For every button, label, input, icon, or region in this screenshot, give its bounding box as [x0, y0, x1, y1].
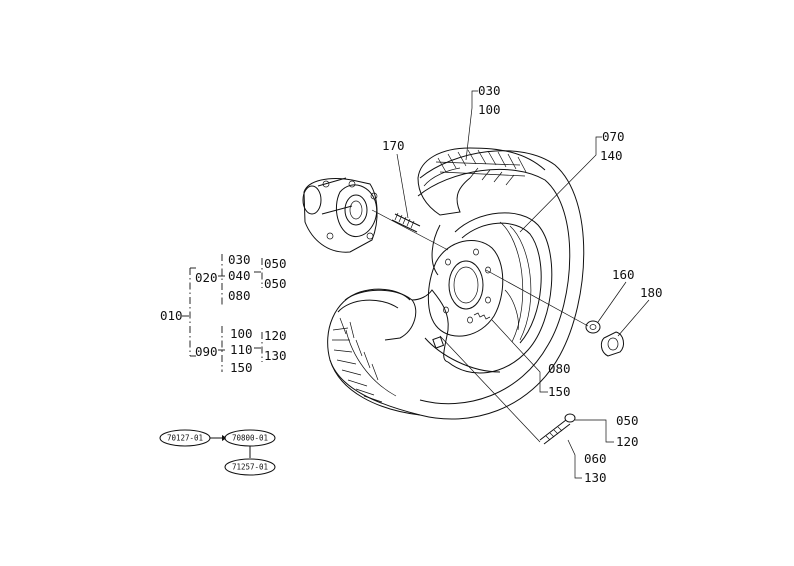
assembly-tree — [182, 254, 263, 372]
tree-branch-020: 020 — [195, 270, 218, 285]
ref-code-1: 70127-01 — [167, 434, 203, 443]
callout-170: 170 — [382, 138, 405, 153]
callout-180: 180 — [640, 285, 663, 300]
tree-item-030: 030 — [228, 252, 251, 267]
callout-130: 130 — [584, 470, 607, 485]
callout-030: 030 — [478, 83, 501, 98]
tree-item-080: 080 — [228, 288, 251, 303]
tree-item-150: 150 — [230, 360, 253, 375]
tree-sub-050a: 050 — [264, 256, 287, 271]
tree-item-100: 100 — [230, 326, 253, 341]
callout-160: 160 — [612, 267, 635, 282]
tread-top — [435, 149, 527, 186]
nut-line — [485, 269, 589, 327]
bolt-holes — [443, 248, 491, 324]
lug-nut — [585, 320, 601, 334]
hub — [302, 177, 449, 253]
tree-root-010: 010 — [160, 308, 183, 323]
rim — [411, 212, 553, 374]
callout-150: 150 — [548, 384, 571, 399]
callout-050: 050 — [616, 413, 639, 428]
leader-lines — [396, 90, 650, 479]
callout-100: 100 — [478, 102, 501, 117]
valve-line — [439, 335, 541, 443]
ref-code-2: 70800-01 — [232, 434, 268, 443]
ref-code-3: 71257-01 — [232, 463, 268, 472]
nut-cap — [600, 331, 624, 357]
hub-center-line — [371, 209, 449, 251]
tree-item-040: 040 — [228, 268, 251, 283]
reference-codes — [159, 429, 276, 476]
tree-sub-050b: 050 — [264, 276, 287, 291]
tree-sub-130: 130 — [264, 348, 287, 363]
callout-140: 140 — [600, 148, 623, 163]
valve-stem — [539, 413, 576, 445]
tree-item-110: 110 — [230, 342, 253, 357]
tree-branch-090: 090 — [195, 344, 218, 359]
callout-080: 080 — [548, 361, 571, 376]
ref-oval-3 — [224, 458, 276, 476]
callout-070: 070 — [602, 129, 625, 144]
callout-120: 120 — [616, 434, 639, 449]
callout-060: 060 — [584, 451, 607, 466]
tread-bottom — [332, 317, 397, 403]
tree-sub-120: 120 — [264, 328, 287, 343]
